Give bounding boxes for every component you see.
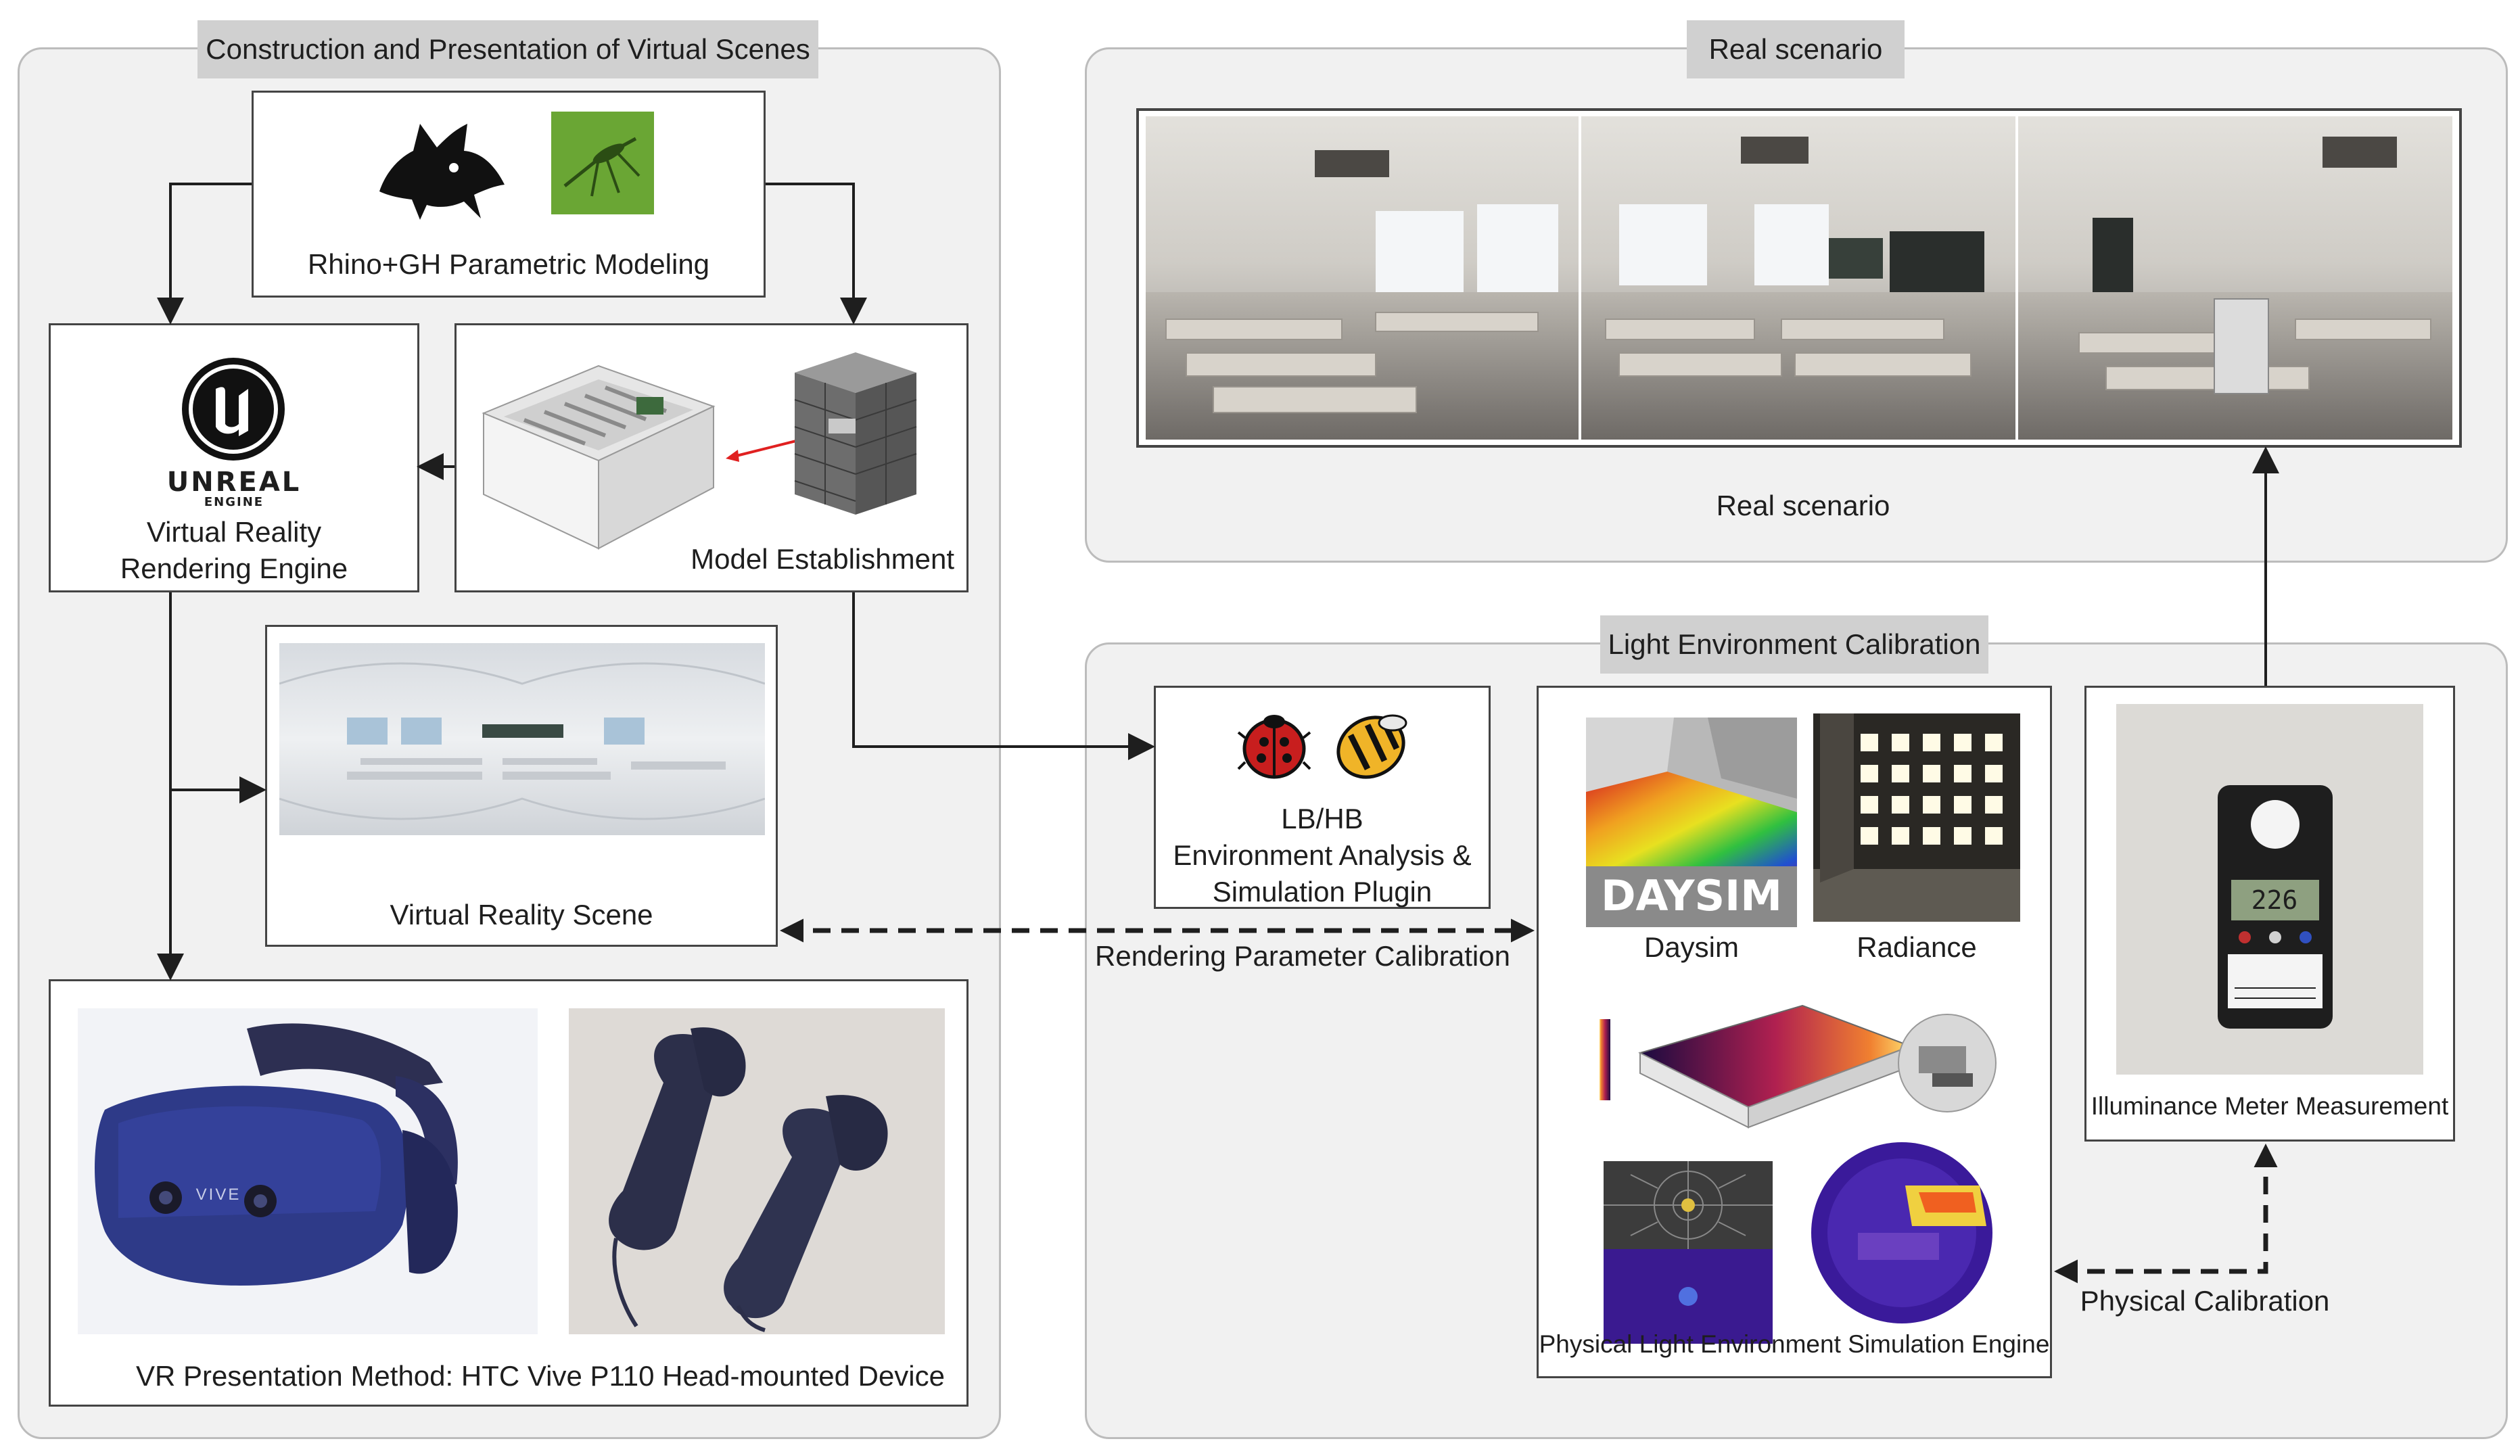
fisheye-render-small-image [1892,1012,2003,1114]
rhino-icon [373,110,515,225]
illuminance-meter-box: 226 Illuminance Meter Measurement [2084,686,2455,1142]
virtual-scenes-panel-title: Construction and Presentation of Virtual… [197,20,818,78]
illuminance-meter-label: Illuminance Meter Measurement [2091,1092,2449,1120]
radiance-image [1813,713,2020,922]
illuminance-meter-image: 226 [2116,704,2423,1075]
htc-vive-box: VIVE VR Presentation Method: HTC Vive P1… [49,979,969,1407]
real-scenario-panel-title: Real scenario [1687,20,1905,78]
lbhb-plugin-box: LB/HB Environment Analysis & Simulation … [1154,686,1491,909]
rhino-gh-box: Rhino+GH Parametric Modeling [252,91,766,298]
physical-calibration-label: Physical Calibration [2080,1285,2330,1317]
rhino-gh-label: Rhino+GH Parametric Modeling [307,248,710,280]
honeybee-icon [1330,708,1411,782]
vr-controllers-image [569,1008,945,1334]
classroom-model-image [477,352,720,555]
real-scenario-photo-frame [1136,108,2462,448]
fisheye-false-color-image [1797,1138,2007,1328]
simulation-engine-box: DAYSIM Daysim Radiance [1537,686,2052,1378]
daysim-image: DAYSIM [1586,718,1797,927]
simulation-engine-label: Physical Light Environment Simulation En… [1539,1330,2050,1358]
illuminance-map-image [1600,992,1931,1134]
grasshopper-icon [551,112,654,214]
vr-headset-image: VIVE [78,1008,538,1334]
headset-brand-text: VIVE [195,1185,241,1204]
classroom-panorama-image [1146,116,2452,440]
htc-vive-label: VR Presentation Method: HTC Vive P110 He… [135,1360,945,1392]
lbhb-line2: Environment Analysis & [1173,839,1472,871]
unreal-label-line2: Rendering Engine [120,553,348,584]
daysim-label: Daysim [1643,931,1739,963]
lbhb-line1: LB/HB [1281,803,1363,835]
building-massing-image [781,346,930,521]
light-calibration-panel-title: Light Environment Calibration [1600,615,1988,674]
vr-panorama-image [279,643,766,835]
daysim-logo-text: DAYSIM [1601,871,1782,920]
glare-map-image [1604,1161,1773,1344]
lbhb-line3: Simulation Plugin [1212,876,1432,908]
unreal-logo-icon [181,356,286,462]
unreal-engine-box: UNREAL ENGINE Virtual Reality Rendering … [49,323,419,592]
unreal-label-line1: Virtual Reality [146,516,322,548]
unreal-logo-word: UNREAL [166,467,302,498]
model-establishment-box: Model Establishment [454,323,969,592]
ladybug-icon [1237,708,1311,782]
vr-scene-label: Virtual Reality Scene [390,899,653,931]
rendering-calibration-label: Rendering Parameter Calibration [1095,940,1510,972]
model-establishment-label: Model Establishment [691,543,954,575]
radiance-label: Radiance [1857,931,1977,963]
real-scenario-caption: Real scenario [1716,490,1890,521]
meter-display-value: 226 [2251,885,2298,915]
unreal-logo-sub: ENGINE [204,495,264,509]
vr-scene-box: Virtual Reality Scene [265,625,778,947]
